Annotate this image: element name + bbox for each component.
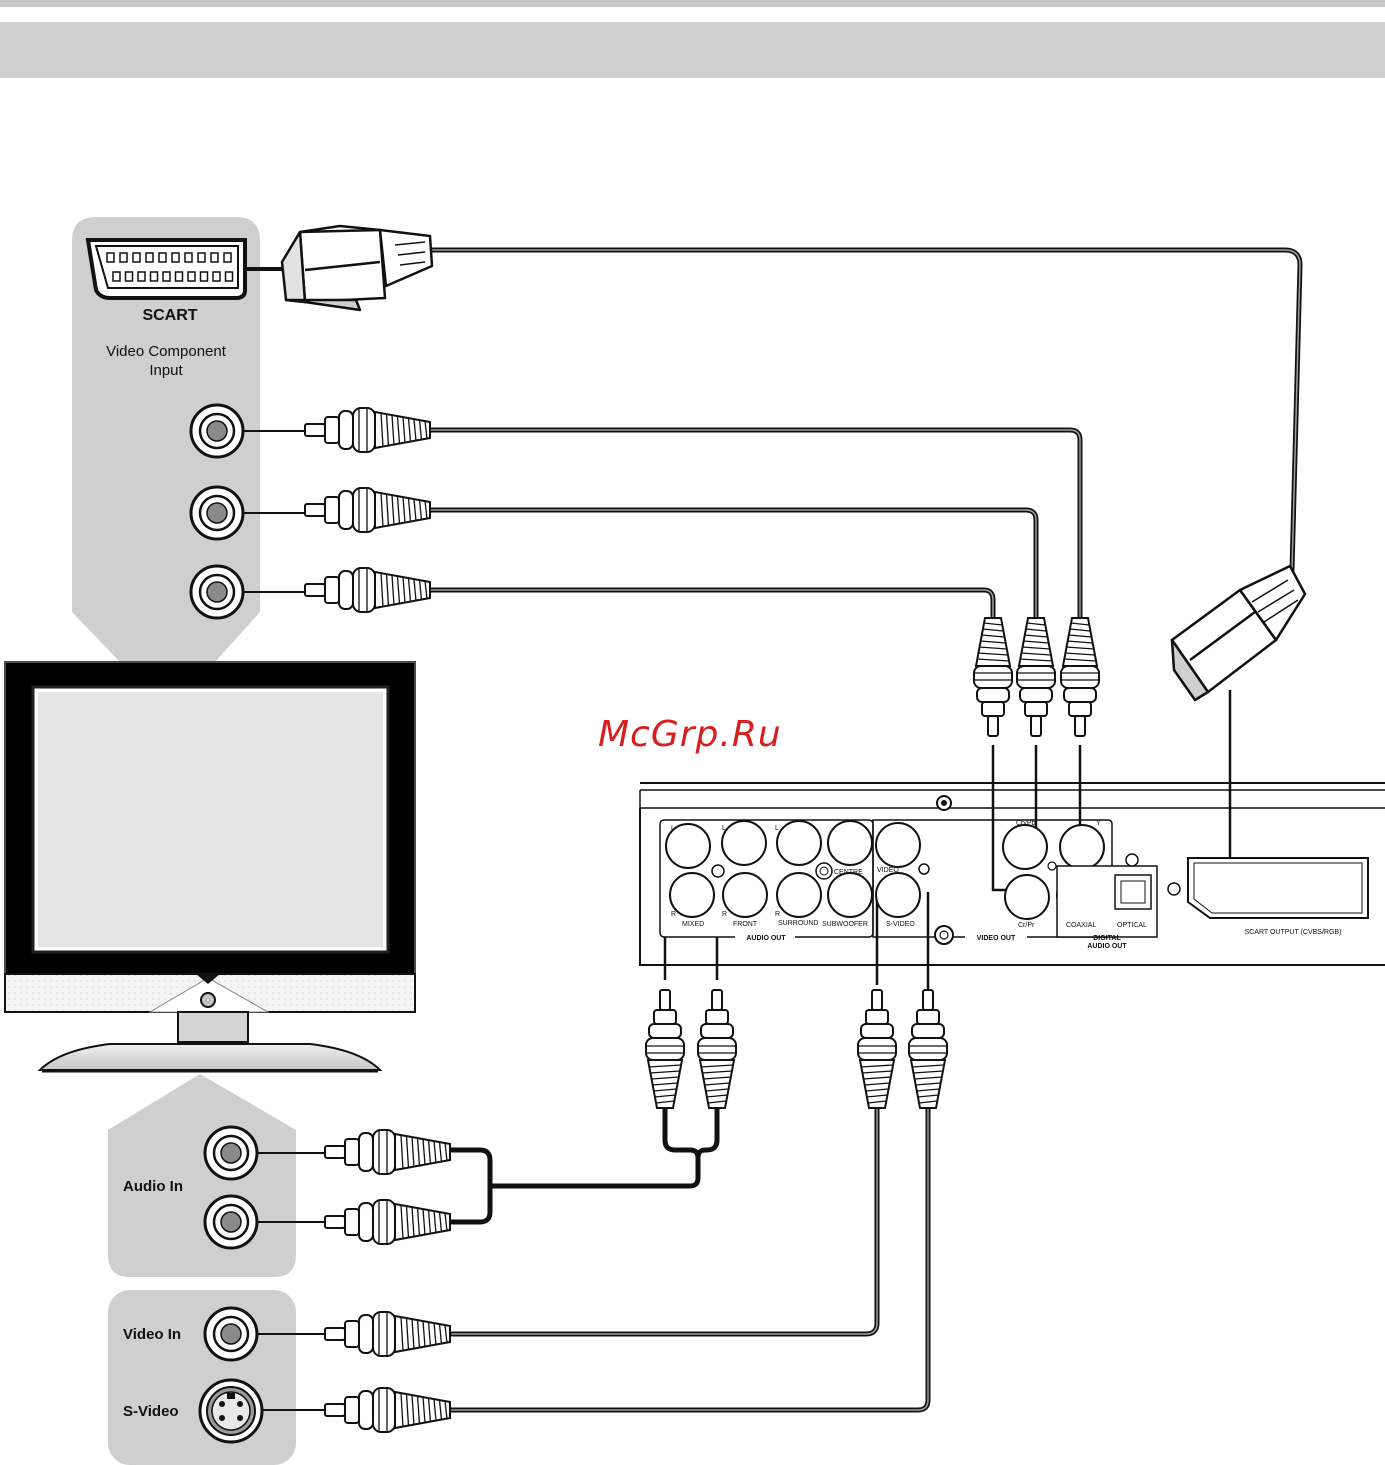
label-coaxial: COAXIAL	[1066, 922, 1096, 929]
tv-component-label-line1: Video Component	[106, 343, 227, 360]
player-jack-cr-pr	[1005, 875, 1049, 919]
player-jack-centre	[828, 821, 872, 865]
audio-cable-left	[452, 1150, 698, 1186]
label-l-3: L	[775, 825, 779, 832]
component-cable-cr	[430, 590, 993, 618]
label-digital: DIGITAL	[1093, 935, 1121, 942]
rca-plug-component-1	[305, 408, 430, 452]
player-jack-svideo	[876, 873, 920, 917]
player-scart-output	[1188, 858, 1368, 918]
tv-scart-label: SCART	[142, 307, 197, 324]
player-jack-video	[876, 823, 920, 867]
tv-video-in-label: Video In	[123, 1326, 181, 1343]
rca-plug-player-audio-l	[646, 990, 684, 1108]
player-jack-surround-l	[777, 821, 821, 865]
scart-plug-player	[1172, 566, 1305, 700]
label-l-1: L	[671, 825, 675, 832]
label-r-2: R	[722, 911, 727, 918]
label-optical: OPTICAL	[1117, 922, 1147, 929]
scart-cable	[430, 250, 1300, 570]
component-cable-cb	[430, 510, 1036, 618]
tv-neck	[178, 1012, 248, 1042]
rca-plug-audio-right	[325, 1200, 450, 1244]
watermark: McGrp.Ru	[598, 714, 782, 755]
player-jack-subwoofer	[828, 873, 872, 917]
rca-plug-video	[325, 1312, 450, 1356]
svideo-cable	[432, 1108, 928, 1410]
rca-plug-player-video	[858, 990, 896, 1108]
label-cr-pr: Cr/Pr	[1018, 922, 1035, 929]
tv-svideo-label: S-Video	[123, 1403, 179, 1420]
label-scart-output: SCART OUTPUT (CVBS/RGB)	[1245, 929, 1342, 936]
rca-plug-player-y	[1061, 618, 1099, 736]
tv-audio-input-panel	[108, 1074, 296, 1277]
scart-plug-tv	[282, 226, 432, 310]
svideo-plug-player	[909, 990, 947, 1108]
rca-plug-component-2	[305, 488, 430, 532]
tv-screen-inner	[38, 692, 383, 947]
label-mixed: MIXED	[682, 921, 704, 928]
label-surround: SURROUND	[778, 920, 818, 927]
player-jack-y	[1060, 825, 1104, 869]
tv-set	[5, 662, 415, 1071]
header-band	[0, 22, 1385, 78]
rca-plug-audio-left	[325, 1130, 450, 1174]
label-centre: CENTRE	[834, 869, 863, 876]
rca-plug-player-cr	[974, 618, 1012, 736]
label-video-out: VIDEO OUT	[977, 935, 1016, 942]
label-audio-out-digital: AUDIO OUT	[1087, 943, 1127, 950]
label-audio-out: AUDIO OUT	[746, 935, 786, 942]
header-thin-bar	[0, 0, 1385, 7]
tv-audio-in-label: Audio In	[123, 1178, 183, 1195]
tv-video-input-panel	[108, 1290, 296, 1465]
label-front: FRONT	[733, 921, 758, 928]
tv-component-label-line2: Input	[149, 362, 183, 379]
dvd-player-rear-panel: L L L R R R MIXED FRONT SURROUND SUBWOOF…	[640, 783, 1385, 965]
player-jack-front-l	[722, 821, 766, 865]
label-r-1: R	[671, 911, 676, 918]
label-s-video: S-VIDEO	[886, 921, 915, 928]
audio-cable-junction-r	[698, 1108, 717, 1158]
rca-plug-component-3	[305, 568, 430, 612]
rca-plug-player-cb	[1017, 618, 1055, 736]
tv-power-button	[201, 993, 215, 1007]
label-video: VIDEO	[877, 867, 899, 874]
label-l-2: L	[722, 825, 726, 832]
audio-cable-junction-l	[665, 1108, 698, 1158]
label-r-3: R	[775, 911, 780, 918]
label-cb-pb: Cb/Pb	[1016, 820, 1036, 827]
label-subwoofer: SUBWOOFER	[822, 921, 868, 928]
player-jack-front-r	[723, 873, 767, 917]
player-jack-mixed-r	[670, 873, 714, 917]
rca-plug-player-audio-r	[698, 990, 736, 1108]
tv-svideo-socket	[200, 1380, 262, 1442]
tv-stand	[40, 1044, 380, 1070]
player-jack-cb-pb	[1003, 825, 1047, 869]
player-jack-surround-r	[777, 873, 821, 917]
label-y: Y	[1096, 820, 1101, 827]
svideo-plug	[325, 1388, 450, 1432]
